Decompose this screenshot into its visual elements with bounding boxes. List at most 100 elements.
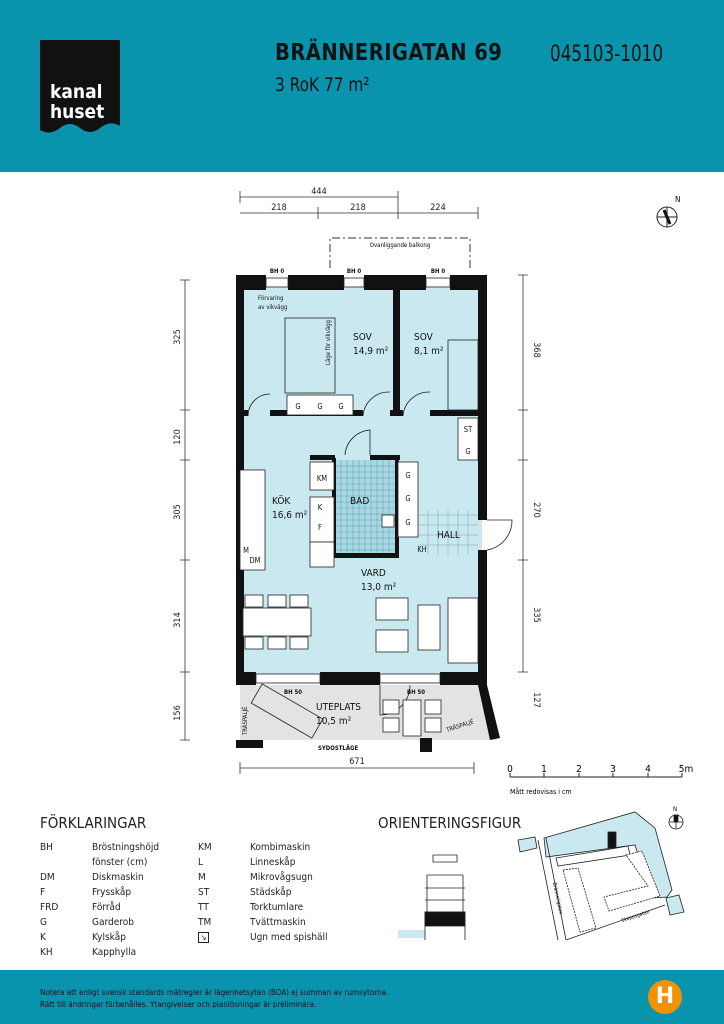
plan-rooms-0-area: 14,9 m² — [353, 346, 389, 357]
window-label: BH 0 — [431, 268, 446, 275]
plan-rooms-3-name: BAD — [350, 496, 369, 507]
floor-plan: 444 218 218 224 325 120 305 314 156 368 … — [173, 187, 693, 941]
legend-col2-1-1: Linneskåp — [250, 857, 296, 868]
legend-col2-4-1: Torktumlare — [250, 902, 304, 913]
legend-col1-1-1: fönster (cm) — [92, 857, 148, 868]
doors — [247, 391, 513, 716]
kanalhuset-logo: kanal huset — [40, 40, 120, 133]
legend-col2-0-0: KM — [198, 842, 212, 853]
legend-col2-6-1: Ugn med spishäll — [250, 932, 328, 943]
window-label: BH 50 — [284, 689, 302, 696]
dim-top-b: 218 — [350, 203, 365, 213]
legend-col1-5-1: Garderob — [92, 917, 134, 928]
legend-col1-7-1: Kapphylla — [92, 947, 137, 958]
scale-ticks-1: 1 — [541, 764, 547, 775]
folding-wall-label: Läge för vikvägg — [325, 320, 332, 365]
legend-col2-2-0: M — [198, 872, 206, 883]
dim-left: 120 — [173, 429, 183, 444]
legend-col1-6-1: Kylskåp — [92, 932, 126, 943]
fixture-st: ST — [464, 425, 473, 434]
plan-rooms-6-area: 10,5 m² — [316, 716, 352, 727]
legend-col1-6-0: K — [40, 932, 46, 943]
apartment-size: 3 RoK 77 m² — [275, 74, 370, 96]
legend-col1-3-0: F — [40, 887, 46, 898]
legend-col2-2-1: Mikrovågsugn — [250, 872, 313, 883]
dim-right: 335 — [531, 607, 541, 622]
orientation-street2: Skeppsgatan — [621, 909, 651, 924]
legend-col1-4-1: Förråd — [92, 902, 121, 913]
north-arrow-icon: N — [656, 195, 680, 228]
plan-rooms-6-name: UTEPLATS — [316, 702, 361, 713]
orientation-title: ORIENTERINGSFIGUR — [378, 814, 522, 832]
window-label: BH 0 — [270, 268, 285, 275]
header-band — [0, 0, 724, 172]
dim-left: 325 — [173, 329, 183, 344]
brand-h-logo: H — [648, 980, 682, 1014]
legend-col1-0-1: Bröstningshöjd — [92, 842, 160, 853]
apartment-code: 045103-1010 — [550, 42, 664, 67]
plan-rooms-5-name: VARD — [361, 568, 386, 579]
header-logo_line2: huset — [50, 101, 104, 123]
dim-right: 127 — [531, 692, 541, 707]
storage-label: av vikvägg — [258, 304, 287, 311]
oven-stove-icon: ↘ — [198, 932, 209, 943]
fixture-g: G — [405, 471, 410, 480]
plan-rooms-2-area: 16,6 m² — [272, 510, 308, 521]
legend-col2-1-0: L — [198, 857, 204, 868]
dim-top-total: 444 — [311, 187, 326, 197]
fixture-kh: KH — [417, 545, 427, 554]
orientation-street1: Brännerigatan — [551, 882, 564, 915]
footer-band — [0, 970, 724, 1024]
dim-left: 305 — [173, 504, 183, 519]
window-label: BH 50 — [407, 689, 425, 696]
legend-col2-5-1: Tvättmaskin — [250, 917, 306, 928]
building-elevation-icon — [398, 854, 466, 940]
plan-rooms-1-area: 8,1 m² — [414, 346, 444, 357]
scale-ticks-5: 5m — [679, 764, 694, 775]
legend-col1-7-0: KH — [40, 947, 53, 958]
scale-ticks-0: 0 — [507, 764, 513, 775]
fixture-g: G — [317, 402, 322, 411]
fixture-dm: DM — [249, 556, 260, 565]
scale-caption: Mått redovisas i cm — [510, 787, 572, 796]
scale-ticks-2: 2 — [576, 764, 582, 775]
windows — [255, 277, 451, 684]
storage-label: Förvaring — [258, 295, 283, 302]
dim-right: 368 — [531, 342, 541, 357]
dim-top-c: 224 — [430, 203, 445, 213]
balcony-label: Ovanliggande balkong — [370, 242, 431, 249]
aspect-label: SYDOSTLÄGE — [318, 745, 358, 752]
dim-right: 270 — [531, 502, 541, 517]
bathroom-tiles — [335, 460, 478, 555]
legend-col2-3-1: Städskåp — [250, 887, 292, 898]
scale-ticks-3: 3 — [610, 764, 616, 775]
fixture-g: G — [295, 402, 300, 411]
header-logo_line1: kanal — [50, 81, 102, 103]
legend-col2-3-0: ST — [198, 887, 210, 898]
dimension-lines — [180, 191, 528, 774]
plan-rooms-1-name: SOV — [414, 332, 434, 343]
fixture-km: KM — [317, 474, 327, 483]
trellis-label: TRÄSPALJÉ — [241, 706, 249, 736]
legend-col1-5-0: G — [40, 917, 47, 928]
orientation-map: Brännerigatan Skeppsgatan N — [517, 806, 685, 941]
fixture-g: G — [338, 402, 343, 411]
fixture-m: M — [243, 546, 249, 555]
plan-rooms-4-name: HALL — [437, 530, 460, 541]
legend-col1-0-0: BH — [40, 842, 53, 853]
dim-top-a: 218 — [271, 203, 286, 213]
legend-col1-3-1: Frysskåp — [92, 887, 132, 898]
dim-left: 314 — [173, 612, 183, 627]
plan-north: N — [675, 195, 680, 204]
fixture-k: K — [318, 503, 323, 512]
legend-col2-5-0: TM — [198, 917, 212, 928]
page-title: BRÄNNERIGATAN 69 — [275, 40, 503, 66]
legend-col1-2-0: DM — [40, 872, 55, 883]
